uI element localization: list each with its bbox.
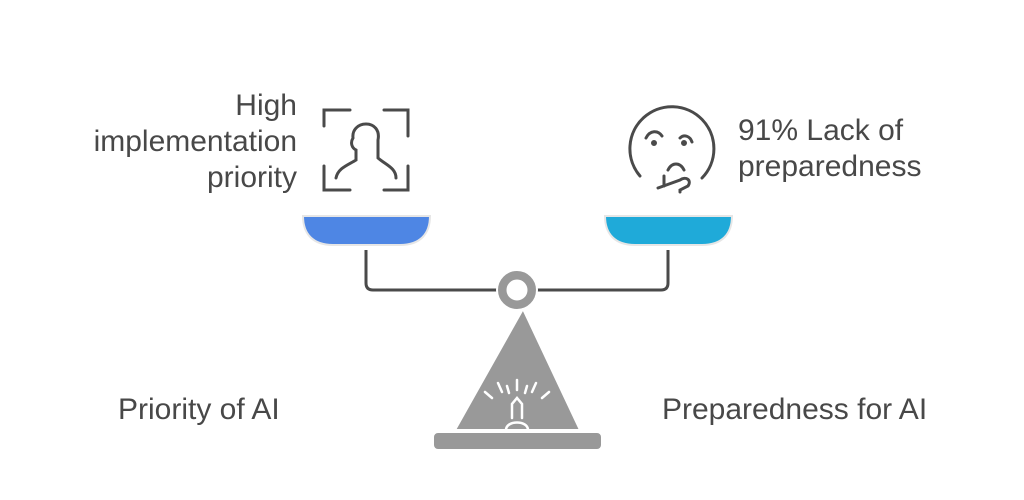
right-description: 91% Lack of preparedness	[738, 114, 922, 183]
thinking-face-icon	[628, 105, 716, 194]
left-pan	[301, 215, 432, 246]
right-label: Preparedness for AI	[662, 393, 928, 426]
stand	[453, 306, 582, 431]
left-label: Priority of AI	[118, 393, 280, 426]
person-scan-icon	[322, 108, 410, 192]
left-description: High implementation priority	[93, 89, 297, 194]
right-pan	[603, 215, 734, 246]
base	[432, 431, 603, 451]
alarm-light-icon	[483, 378, 551, 432]
